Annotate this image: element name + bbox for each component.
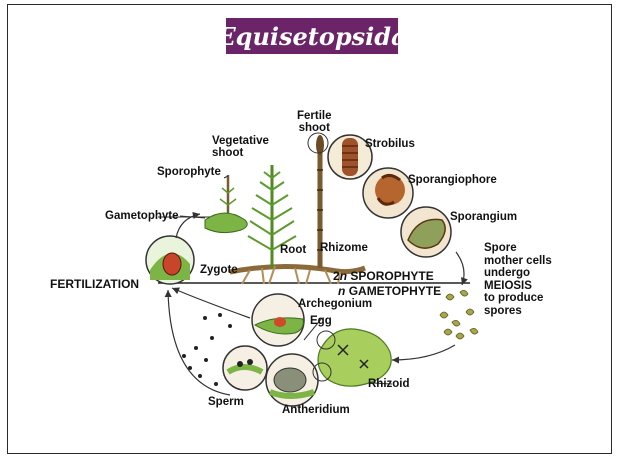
label-strobilus: Strobilus — [365, 138, 415, 150]
label-rhizome: Rhizome — [320, 242, 368, 254]
label-fertile-shoot: Fertile shoot — [297, 110, 332, 134]
zygote-circle — [146, 236, 194, 284]
label-spore-note: Spore mother cells undergo MEIOSIS to pr… — [484, 242, 552, 317]
antheridium-circle — [266, 354, 318, 406]
label-sporangiophore: Sporangiophore — [408, 174, 497, 186]
archegonium-circle — [252, 294, 304, 346]
label-rhizoid: Rhizoid — [368, 378, 410, 390]
label-antheridium: Antheridium — [282, 404, 350, 416]
label-archegonium: Archegonium — [298, 298, 372, 310]
label-egg: Egg — [310, 315, 332, 327]
label-root: Root — [280, 244, 306, 256]
label-sporangium: Sporangium — [450, 211, 517, 223]
sporangium-circle — [401, 207, 451, 257]
label-fertilization: FERTILIZATION — [50, 278, 139, 290]
label-gametophyte-phase: n GAMETOPHYTE — [338, 285, 441, 297]
sporangiophore-circle — [363, 168, 413, 218]
label-gametophyte: Gametophyte — [105, 210, 179, 222]
spores-drawing — [440, 290, 478, 339]
label-sperm: Sperm — [208, 396, 244, 408]
label-vegetative-shoot: Vegetative shoot — [212, 135, 269, 159]
arrow-sporangium-to-spores — [456, 252, 464, 285]
arrow-spores-to-gametophyte — [392, 345, 455, 360]
arrow-sperm-to-fertilization — [168, 290, 230, 395]
sperm-circle — [223, 346, 267, 390]
label-sporophyte-phase: 2n SPOROPHYTE — [333, 270, 434, 282]
label-zygote: Zygote — [200, 264, 238, 276]
arrow-egg-to-fertilization — [172, 288, 250, 318]
young-sporophyte-drawing — [180, 175, 247, 233]
label-sporophyte: Sporophyte — [157, 166, 221, 178]
